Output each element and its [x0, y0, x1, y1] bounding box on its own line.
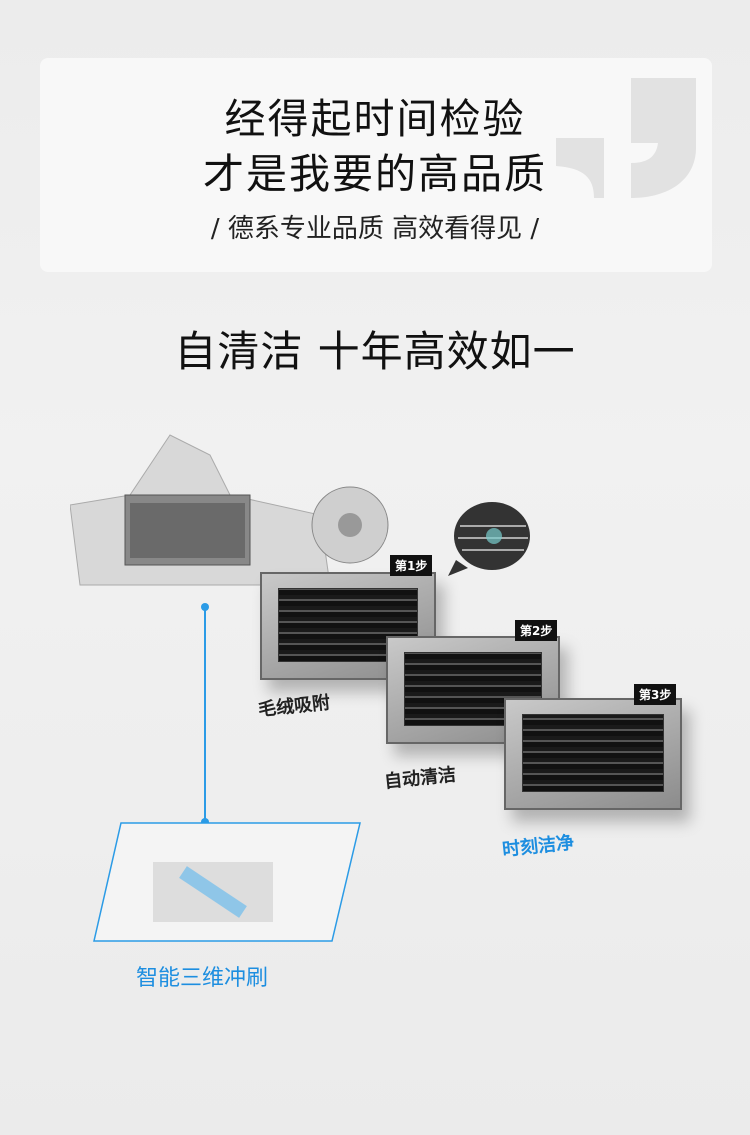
machine-internals-image: [70, 434, 389, 586]
step-label-1: 毛绒吸附: [257, 692, 332, 721]
step-badge-3: 第3步: [634, 684, 677, 705]
step-badge-1: 第1步: [390, 555, 433, 576]
lint-closeup-bubble: [448, 502, 530, 576]
connector-line: [204, 606, 206, 822]
filter-panel-step-1: [260, 572, 436, 680]
connector-dot-bottom: [201, 818, 209, 826]
headline-line-2: 才是我要的高品质: [203, 150, 547, 198]
headline-line-1: 经得起时间检验: [224, 95, 526, 143]
quote-mark-icon: [556, 78, 696, 198]
step-badge-2: 第2步: [515, 620, 558, 641]
flush-illustration: [93, 822, 361, 942]
filter-panel-step-2: [386, 636, 560, 744]
filter-panel-step-3: [504, 698, 682, 810]
headline-subtitle: / 德系专业品质 高效看得见 /: [210, 214, 540, 244]
section-title: 自清洁 十年高效如一: [174, 327, 576, 376]
step-label-2: 自动清洁: [383, 764, 458, 793]
step-label-3: 时刻洁净: [501, 832, 576, 861]
flush-label: 智能三维冲刷: [136, 966, 269, 991]
